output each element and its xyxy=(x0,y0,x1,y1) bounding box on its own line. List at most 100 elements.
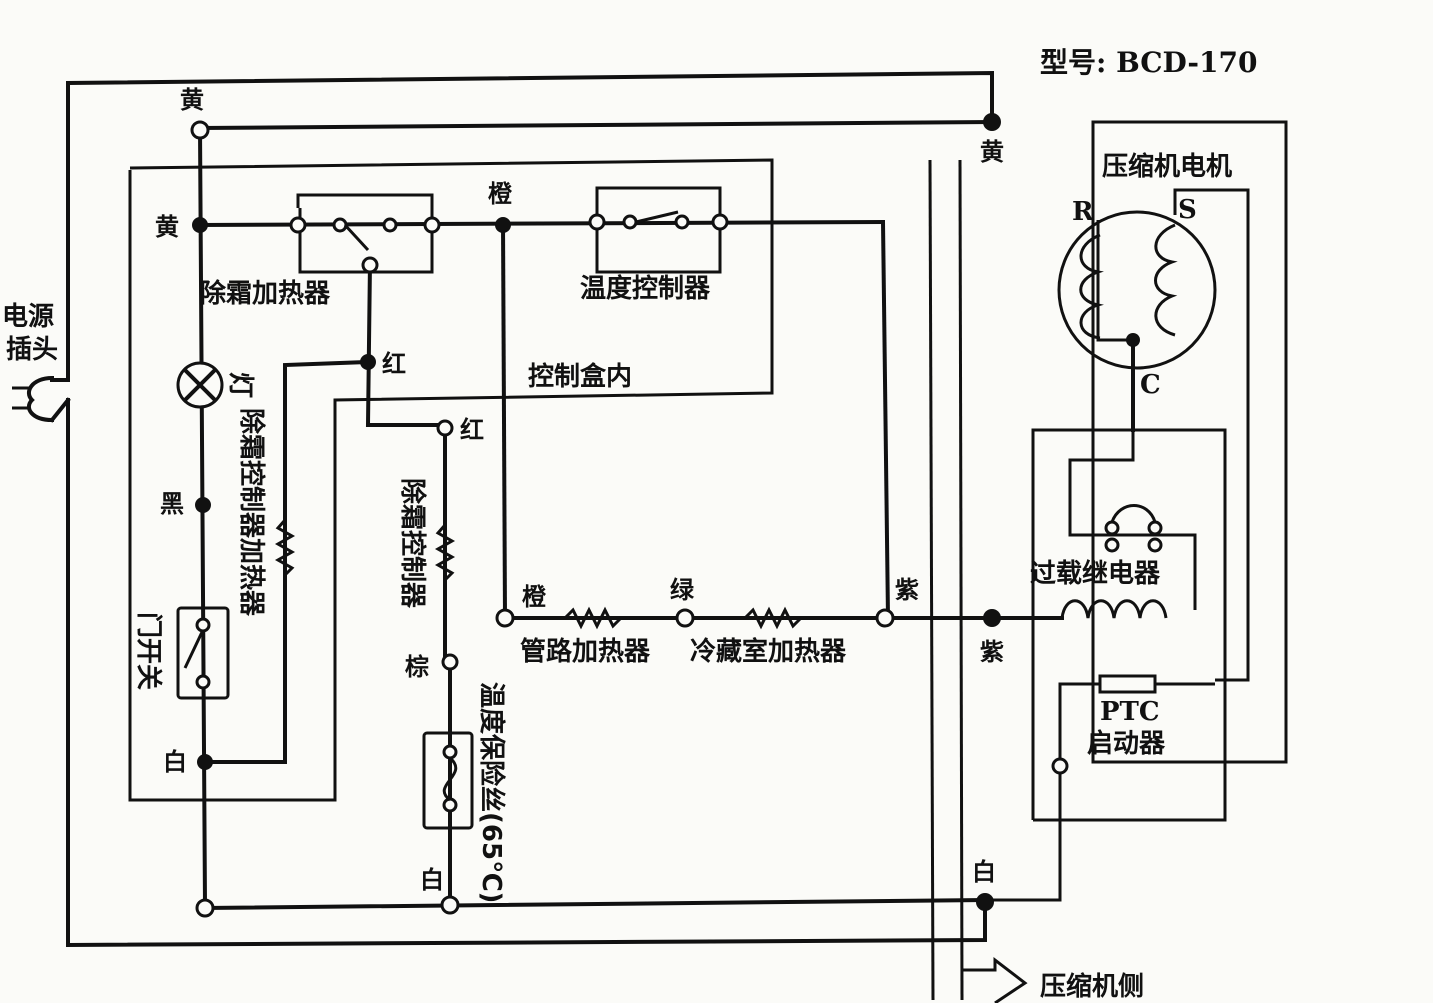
white-to-ptc xyxy=(985,770,1062,902)
wire-orange xyxy=(500,219,508,621)
wire-white-bus xyxy=(202,897,988,911)
node-c xyxy=(1126,333,1140,347)
door-switch-box xyxy=(176,606,230,700)
terminal-red-2 xyxy=(436,419,454,437)
label-door-switch: 门开关 xyxy=(133,612,163,690)
overload-arc xyxy=(1110,504,1157,523)
ptc-element xyxy=(1098,674,1157,694)
compressor-side-arrow xyxy=(962,956,1028,1005)
model-label: 型号: BCD-170 xyxy=(1040,46,1257,79)
label-temp-controller: 温度控制器 xyxy=(580,273,711,304)
ptc-wire xyxy=(1058,682,1100,765)
resistor-defrost-controller xyxy=(434,524,456,582)
node-white-left xyxy=(197,754,213,770)
label-power-plug-2: 插头 xyxy=(6,335,58,365)
wire-red-1 xyxy=(365,259,447,662)
motor-circle xyxy=(1057,210,1217,370)
power-plug-icon xyxy=(12,375,71,423)
resistor-pipe-heater xyxy=(563,606,623,630)
node-purple xyxy=(983,609,1001,627)
fuse-contact-bottom xyxy=(442,797,458,813)
wire-s xyxy=(1173,188,1250,682)
label-white-right: 白 xyxy=(972,858,996,886)
relay-loop xyxy=(1068,430,1197,610)
door-contact-bottom xyxy=(195,674,211,690)
label-purple-2: 紫 xyxy=(980,638,1004,666)
label-terminal-r: R xyxy=(1072,197,1094,227)
label-purple-1: 紫 xyxy=(895,576,919,604)
fuse-contact-top xyxy=(442,744,458,760)
terminal-white-bottom-mid xyxy=(440,895,460,915)
label-white-mid: 白 xyxy=(420,866,444,894)
label-red-2: 红 xyxy=(460,416,484,444)
wire-heater-bus xyxy=(197,219,886,228)
label-control-box: 控制盒内 xyxy=(528,361,632,392)
relay-coil xyxy=(1060,599,1168,619)
winding-s xyxy=(1154,223,1178,337)
control-box-outline xyxy=(128,158,774,802)
door-blade xyxy=(183,629,205,669)
terminal-heater-left xyxy=(289,216,307,234)
node-black xyxy=(195,497,211,513)
switch-blade-1 xyxy=(343,223,370,252)
label-red-1: 红 xyxy=(382,350,406,378)
wire-plug-top xyxy=(66,70,994,382)
label-thermal-fuse: 温度保险丝(65℃) xyxy=(476,682,507,903)
wire-yellow-bus xyxy=(197,119,995,131)
terminal-yellow-top xyxy=(190,120,210,140)
label-black: 黑 xyxy=(160,490,184,518)
label-terminal-c: C xyxy=(1140,370,1161,400)
wire-right-drop xyxy=(880,219,891,621)
label-ptc: PTC xyxy=(1100,697,1160,727)
boundary-line-1 xyxy=(928,159,935,1001)
terminal-white-bottom-left xyxy=(195,898,215,918)
contact-4 xyxy=(674,214,690,230)
winding-r xyxy=(1079,233,1104,340)
lamp-cross-2 xyxy=(182,367,218,403)
label-compressor-side: 压缩机侧 xyxy=(1040,971,1144,1002)
wire-plug-bottom xyxy=(66,398,987,948)
overload-contact-4 xyxy=(1147,537,1163,553)
label-green: 绿 xyxy=(670,576,695,604)
terminal-purple xyxy=(875,608,895,628)
label-brown: 棕 xyxy=(405,653,429,681)
terminal-tc-left xyxy=(588,213,606,231)
terminal-green xyxy=(675,608,695,628)
label-orange-bottom: 橙 xyxy=(522,583,547,611)
label-yellow-left: 黄 xyxy=(155,213,179,241)
thermal-fuse-box xyxy=(422,731,474,830)
node-white-right xyxy=(976,893,994,911)
terminal-tc-right xyxy=(711,213,729,231)
node-yellow-right xyxy=(983,113,1001,131)
terminal-heater-bottom xyxy=(361,256,379,274)
label-orange-top: 橙 xyxy=(488,180,513,208)
overload-contact-2 xyxy=(1104,537,1120,553)
wire-red-2 xyxy=(203,359,371,764)
contact-1 xyxy=(332,217,348,233)
label-white-left: 白 xyxy=(163,748,187,776)
label-power-plug-1: 电源 xyxy=(2,302,54,332)
contact-3 xyxy=(622,214,638,230)
overload-contact-3 xyxy=(1147,520,1163,536)
node-orange-top xyxy=(495,217,511,233)
label-starter: 启动器 xyxy=(1087,728,1166,759)
wire-left-trunk xyxy=(197,125,208,908)
switch-blade-2 xyxy=(635,210,679,224)
terminal-heater-right xyxy=(423,216,441,234)
label-yellow-top: 黄 xyxy=(180,86,204,114)
label-overload-relay: 过载继电器 xyxy=(1030,558,1161,589)
relay-box xyxy=(1031,428,1227,822)
node-red xyxy=(360,354,376,370)
label-defrost-ctrl-heater: 除霜控制器加热器 xyxy=(236,408,267,617)
label-yellow-right: 黄 xyxy=(980,138,1004,166)
label-defrost-controller: 除霜控制器 xyxy=(397,478,428,609)
wire-r xyxy=(1096,220,1130,342)
overload-contact-1 xyxy=(1104,520,1120,536)
node-yellow-left xyxy=(192,217,208,233)
resistor-fridge-heater xyxy=(743,606,803,630)
label-terminal-s: S xyxy=(1178,195,1197,225)
label-lamp: 灯 xyxy=(225,372,255,398)
terminal-orange-bottom xyxy=(495,608,515,628)
